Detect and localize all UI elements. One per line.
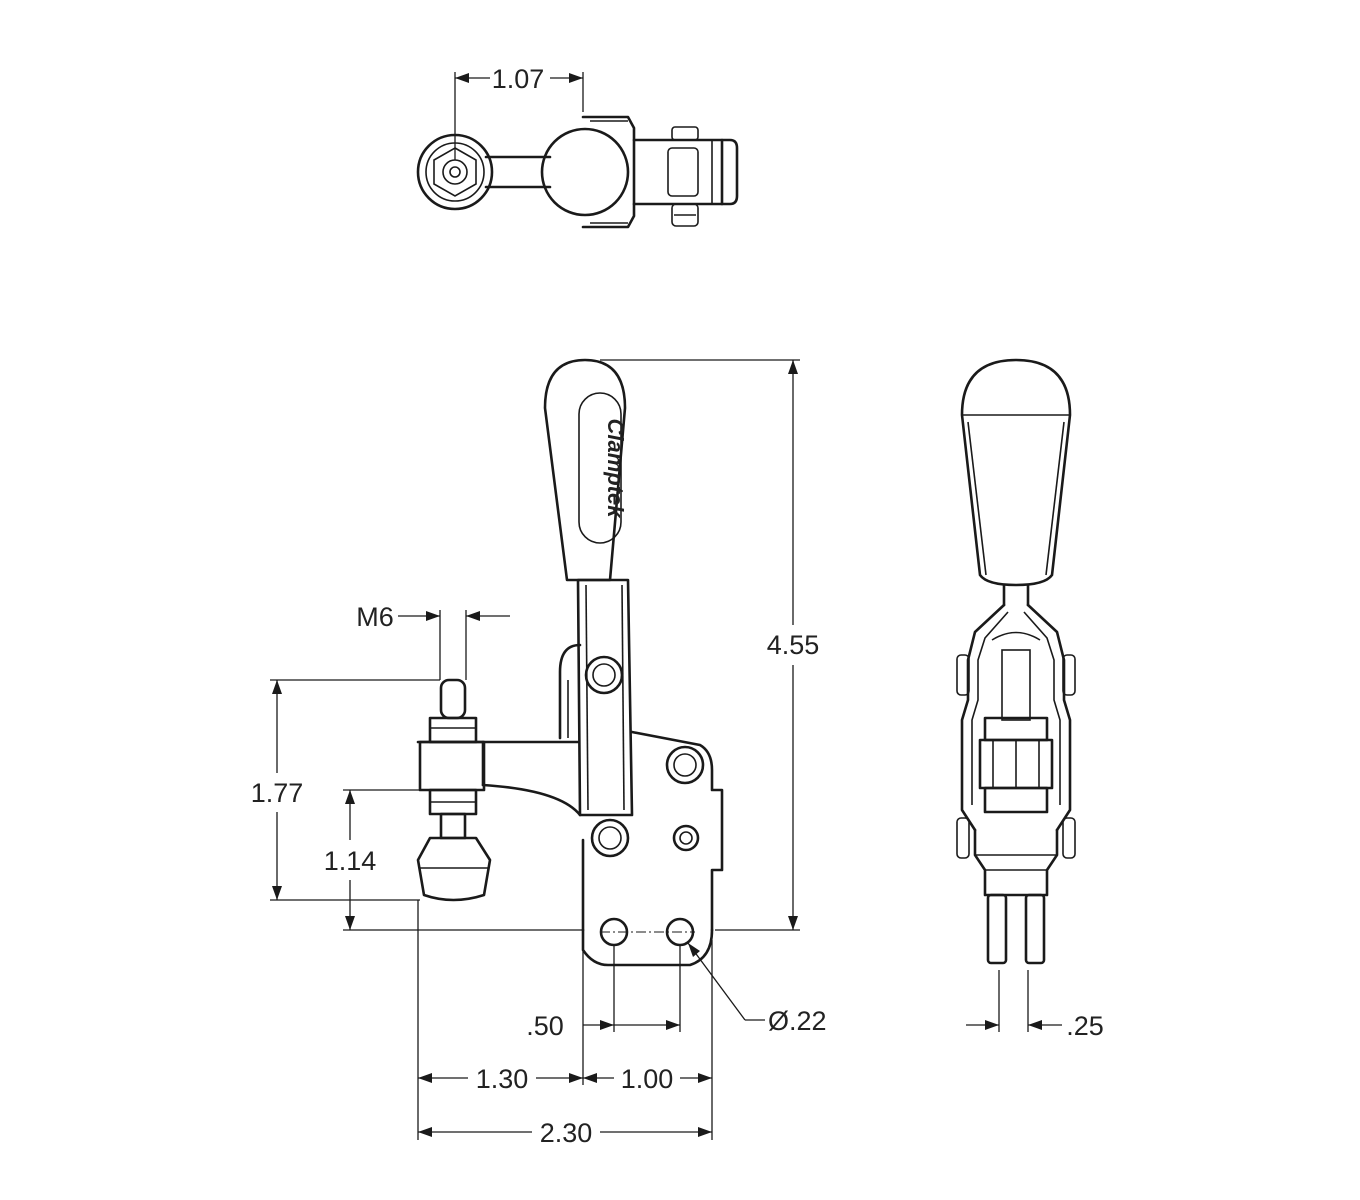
dim-spindle-height: 1.77 (251, 679, 440, 901)
dim-base-row: 1.30 1.00 (417, 900, 713, 1140)
dim-label-base-width: 1.00 (621, 1064, 674, 1094)
side-view-outline (956, 358, 1076, 965)
dim-label-hole-diameter: Ø.22 (768, 1006, 827, 1036)
dim-label-spindle-height: 1.77 (251, 778, 304, 808)
dim-spindle-low: 1.14 (324, 789, 583, 931)
dim-overall-height: 4.55 (600, 359, 820, 931)
dim-label-spindle-low: 1.14 (324, 846, 377, 876)
dim-label-overall-height: 4.55 (767, 630, 820, 660)
dim-label-hole-spacing: .50 (526, 1011, 564, 1041)
dim-label-spindle-offset: 1.07 (492, 64, 545, 94)
dim-label-thread: M6 (356, 602, 394, 632)
dim-hole-diameter: Ø.22 (687, 942, 827, 1036)
dim-hole-spacing: .50 (526, 945, 681, 1041)
top-view: 1.07 (416, 64, 739, 229)
dim-label-overall-length: 2.30 (540, 1118, 593, 1148)
top-view-outline (416, 115, 739, 229)
front-view-outline: Clamptek (416, 358, 724, 967)
front-view: Clamptek (251, 358, 827, 1148)
dim-spindle-offset: 1.07 (454, 64, 584, 160)
dim-overall-length: 2.30 (418, 1118, 712, 1148)
side-view: .25 (956, 358, 1104, 1041)
dim-thread: M6 (356, 602, 510, 680)
handle-logo: Clamptek (603, 418, 628, 519)
dim-label-spindle-to-base: 1.30 (476, 1064, 529, 1094)
dim-label-flange-thickness: .25 (1066, 1011, 1104, 1041)
dim-flange-thickness: .25 (966, 970, 1104, 1041)
